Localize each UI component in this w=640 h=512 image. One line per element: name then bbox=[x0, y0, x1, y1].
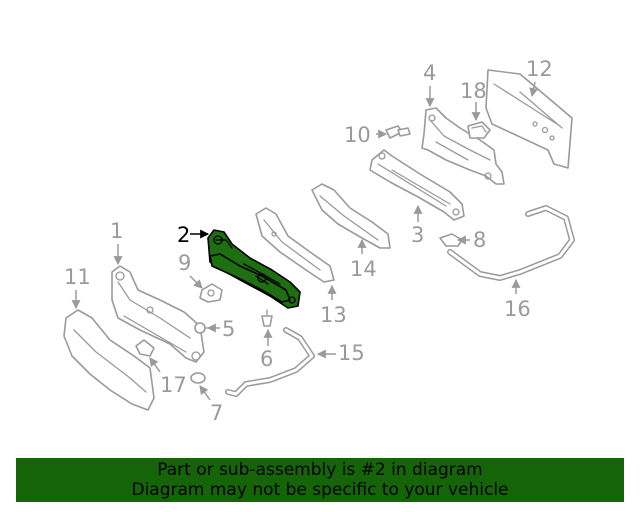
callout-7: 7 bbox=[210, 401, 223, 425]
callout-1: 1 bbox=[110, 219, 123, 243]
banner-line-2: Diagram may not be specific to your vehi… bbox=[131, 480, 509, 500]
part-4-recliner[interactable] bbox=[421, 107, 505, 185]
part-2-seat-track-highlighted[interactable] bbox=[207, 229, 301, 309]
callout-labels: 1 2 3 4 5 6 7 8 9 10 11 12 13 14 15 16 1… bbox=[64, 57, 553, 425]
part-13-trim[interactable] bbox=[255, 207, 335, 283]
callout-12: 12 bbox=[526, 57, 553, 81]
part-12-side-cover[interactable] bbox=[485, 69, 573, 169]
callout-3: 3 bbox=[411, 223, 424, 247]
info-banner: Part or sub-assembly is #2 in diagram Di… bbox=[16, 458, 624, 502]
callout-17: 17 bbox=[160, 373, 187, 397]
banner-line-1: Part or sub-assembly is #2 in diagram bbox=[157, 460, 483, 480]
part-11-side-shield[interactable] bbox=[63, 309, 155, 411]
callout-9: 9 bbox=[178, 251, 191, 275]
callout-15: 15 bbox=[338, 341, 365, 365]
part-18-bracket[interactable] bbox=[467, 121, 491, 139]
callout-18: 18 bbox=[460, 79, 487, 103]
part-10-clip[interactable] bbox=[385, 125, 411, 139]
leader-lines bbox=[71, 81, 539, 401]
part-6-screw[interactable] bbox=[261, 309, 273, 327]
callout-2-highlighted: 2 bbox=[177, 223, 190, 247]
callout-10: 10 bbox=[344, 123, 371, 147]
callout-4: 4 bbox=[423, 61, 436, 85]
callout-6: 6 bbox=[260, 347, 273, 371]
part-1-seat-track-left[interactable] bbox=[111, 265, 205, 363]
callout-5: 5 bbox=[222, 317, 235, 341]
part-17-cover[interactable] bbox=[135, 339, 155, 357]
callout-16: 16 bbox=[504, 297, 531, 321]
part-16-wire[interactable] bbox=[447, 205, 575, 281]
part-7-grommet[interactable] bbox=[190, 372, 206, 384]
parts-diagram: 1 2 3 4 5 6 7 8 9 10 11 12 13 14 15 16 1… bbox=[63, 57, 575, 425]
callout-11: 11 bbox=[64, 265, 91, 289]
callout-13: 13 bbox=[320, 303, 347, 327]
part-9-bushing[interactable] bbox=[199, 283, 223, 303]
part-15-cable[interactable] bbox=[225, 327, 315, 397]
callout-14: 14 bbox=[350, 257, 377, 281]
callout-8: 8 bbox=[473, 228, 486, 252]
part-3-seat-track[interactable] bbox=[369, 149, 465, 221]
part-14-frame-side[interactable] bbox=[311, 183, 391, 249]
